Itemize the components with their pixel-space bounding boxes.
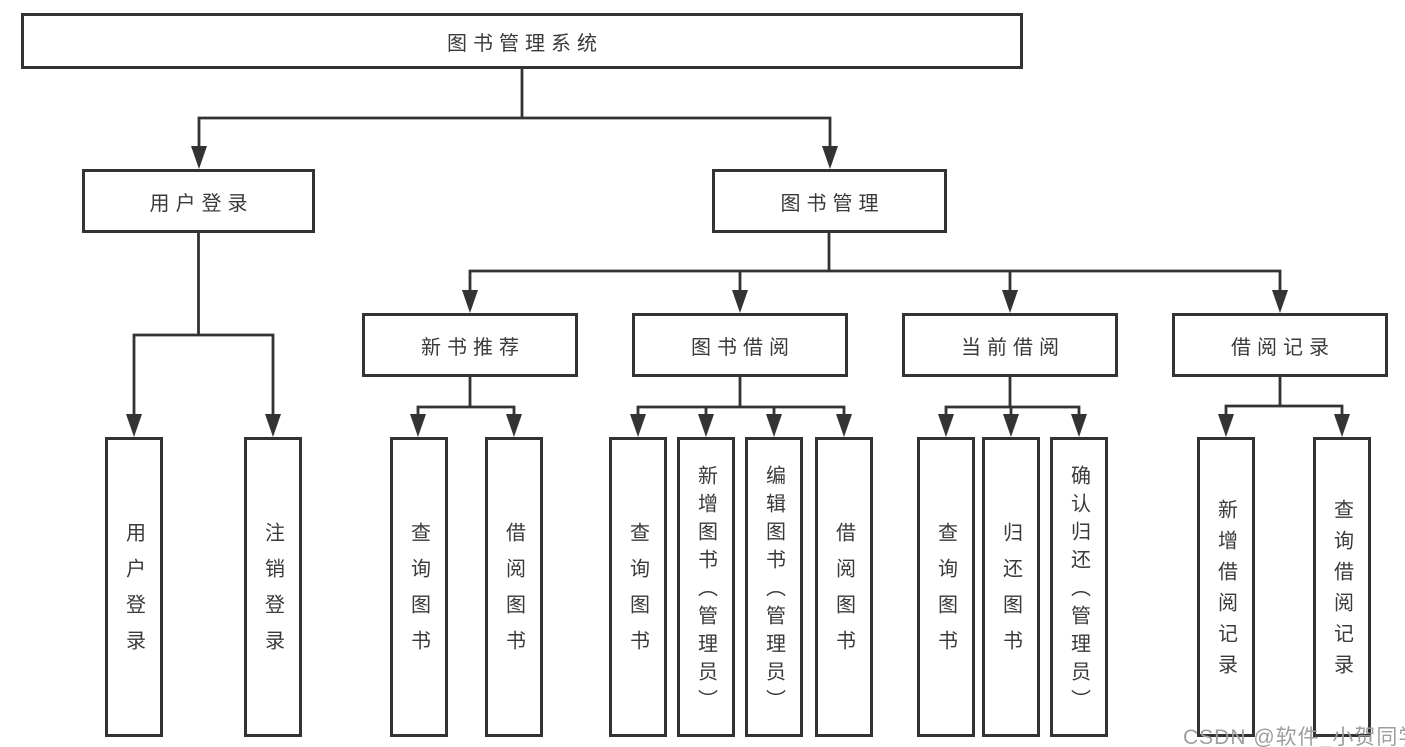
leaf-query-books-recommend: 查询图书 (390, 437, 448, 737)
leaf-user-login: 用户登录 (105, 437, 163, 737)
node-book-borrowing: 图书借阅 (632, 313, 848, 377)
node-label: 新增图书（管理员） (694, 464, 717, 717)
leaf-add-borrow-record: 新增借阅记录 (1197, 437, 1255, 737)
node-label: 编辑图书（管理员） (762, 464, 785, 717)
node-borrowing-records: 借阅记录 (1172, 313, 1388, 377)
node-label: 图书管理 (780, 192, 885, 215)
leaf-borrow-books-recommend: 借阅图书 (485, 437, 543, 737)
node-user-login: 用户登录 (82, 169, 315, 233)
node-label: 图书管理系统 (447, 32, 603, 55)
node-label: 新增借阅记录 (1214, 499, 1237, 685)
leaf-edit-books-admin: 编辑图书（管理员） (745, 437, 803, 737)
node-label: 新书推荐 (421, 336, 525, 359)
leaf-add-books-admin: 新增图书（管理员） (677, 437, 735, 737)
node-label: 查询图书 (626, 522, 649, 666)
node-label: 归还图书 (999, 522, 1022, 666)
leaf-return-books: 归还图书 (982, 437, 1040, 737)
node-label: 用户登录 (149, 192, 254, 215)
node-label: 借阅图书 (502, 522, 525, 666)
node-label: 用户登录 (122, 522, 145, 666)
leaf-query-borrow-record: 查询借阅记录 (1313, 437, 1371, 737)
connector-paths (132, 69, 1344, 415)
node-current-borrowing: 当前借阅 (902, 313, 1118, 377)
node-label: 查询借阅记录 (1330, 499, 1353, 685)
leaf-borrow-books-borrowing: 借阅图书 (815, 437, 873, 737)
node-book-management: 图书管理 (712, 169, 947, 233)
leaf-query-books-current: 查询图书 (917, 437, 975, 737)
node-label: 注销登录 (261, 522, 284, 666)
node-new-book-recommendation: 新书推荐 (362, 313, 578, 377)
node-label: 确认归还（管理员） (1067, 464, 1090, 717)
csdn-watermark: CSDN @软件_小贺同学 (1183, 726, 1405, 747)
node-library-management-system: 图书管理系统 (21, 13, 1023, 69)
node-label: 查询图书 (934, 522, 957, 666)
node-label: 查询图书 (407, 522, 430, 666)
node-label: 借阅记录 (1231, 336, 1335, 359)
leaf-logout: 注销登录 (244, 437, 302, 737)
arrowheads (126, 146, 1350, 437)
node-label: 当前借阅 (961, 336, 1065, 359)
leaf-confirm-return-admin: 确认归还（管理员） (1050, 437, 1108, 737)
node-label: 借阅图书 (832, 522, 855, 666)
leaf-query-books-borrowing: 查询图书 (609, 437, 667, 737)
node-label: 图书借阅 (691, 336, 795, 359)
